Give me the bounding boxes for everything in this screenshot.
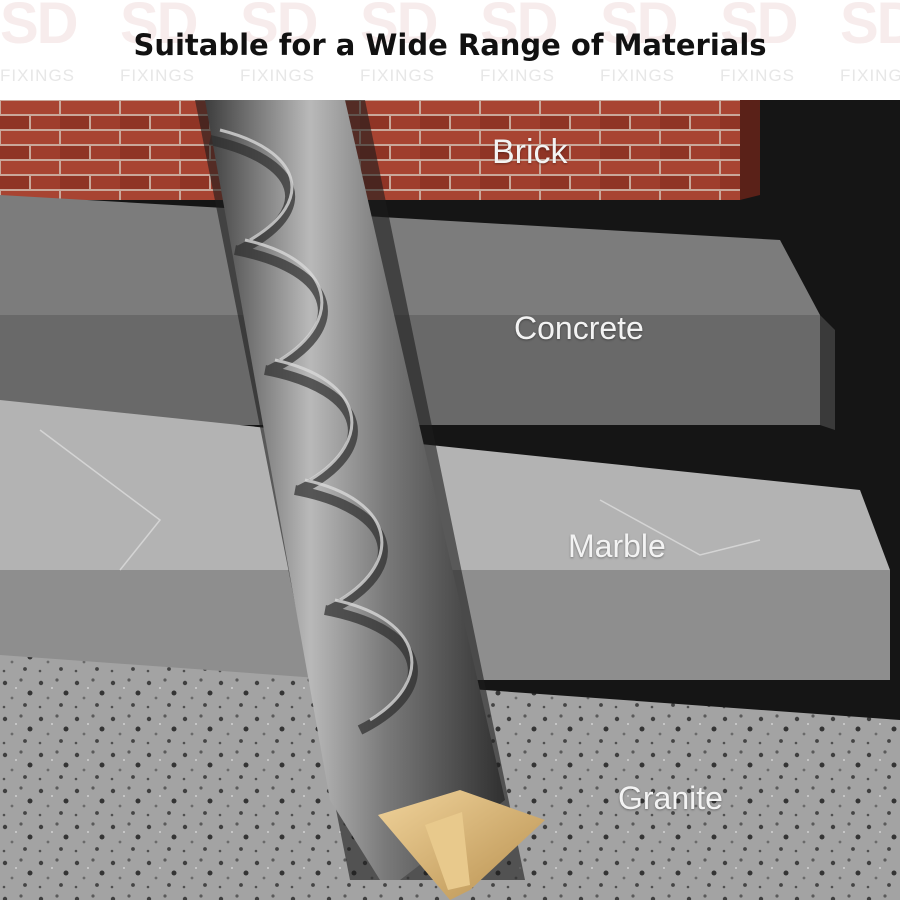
- watermark-logo: SD: [240, 0, 319, 56]
- drill-highlights: [219, 128, 414, 722]
- watermark-logo: SD: [600, 0, 679, 56]
- watermark-logo: SD: [0, 0, 79, 56]
- concrete-top: [0, 195, 820, 315]
- concrete-side: [820, 315, 835, 430]
- watermark-logo: SD: [120, 0, 199, 56]
- marble-top: [0, 400, 890, 570]
- brick-side: [740, 100, 760, 200]
- drill-bit: [205, 100, 505, 880]
- carbide-tip-face: [425, 812, 470, 890]
- watermark-logo: SD: [840, 0, 900, 56]
- watermark-text: FIXINGS: [0, 66, 76, 85]
- header: SD SD SD SD SD SD SD SD FIXINGS FIXINGS …: [0, 0, 900, 100]
- watermark-logo: SD: [720, 0, 799, 56]
- watermark-text: FIXINGS: [720, 66, 796, 85]
- watermark-text: FIXINGS: [120, 66, 196, 85]
- watermark-text: FIXINGS: [360, 66, 436, 85]
- materials-cutaway-svg: [0, 100, 900, 900]
- watermark-text: FIXINGS: [480, 66, 556, 85]
- watermark-text: FIXINGS: [240, 66, 316, 85]
- page-title: Suitable for a Wide Range of Materials: [133, 28, 767, 62]
- label-marble: Marble: [568, 528, 666, 564]
- label-brick: Brick: [492, 133, 568, 171]
- watermark-logo: SD: [480, 0, 559, 56]
- label-concrete: Concrete: [514, 310, 644, 346]
- watermark-text: FIXINGS: [600, 66, 676, 85]
- watermark-row: FIXINGS FIXINGS FIXINGS FIXINGS FIXINGS …: [0, 66, 900, 92]
- materials-illustration: Brick Concrete Marble Granite: [0, 100, 900, 900]
- watermark-logo: SD: [360, 0, 439, 56]
- label-granite: Granite: [618, 780, 723, 816]
- watermark-text: FIXINGS: [840, 66, 900, 85]
